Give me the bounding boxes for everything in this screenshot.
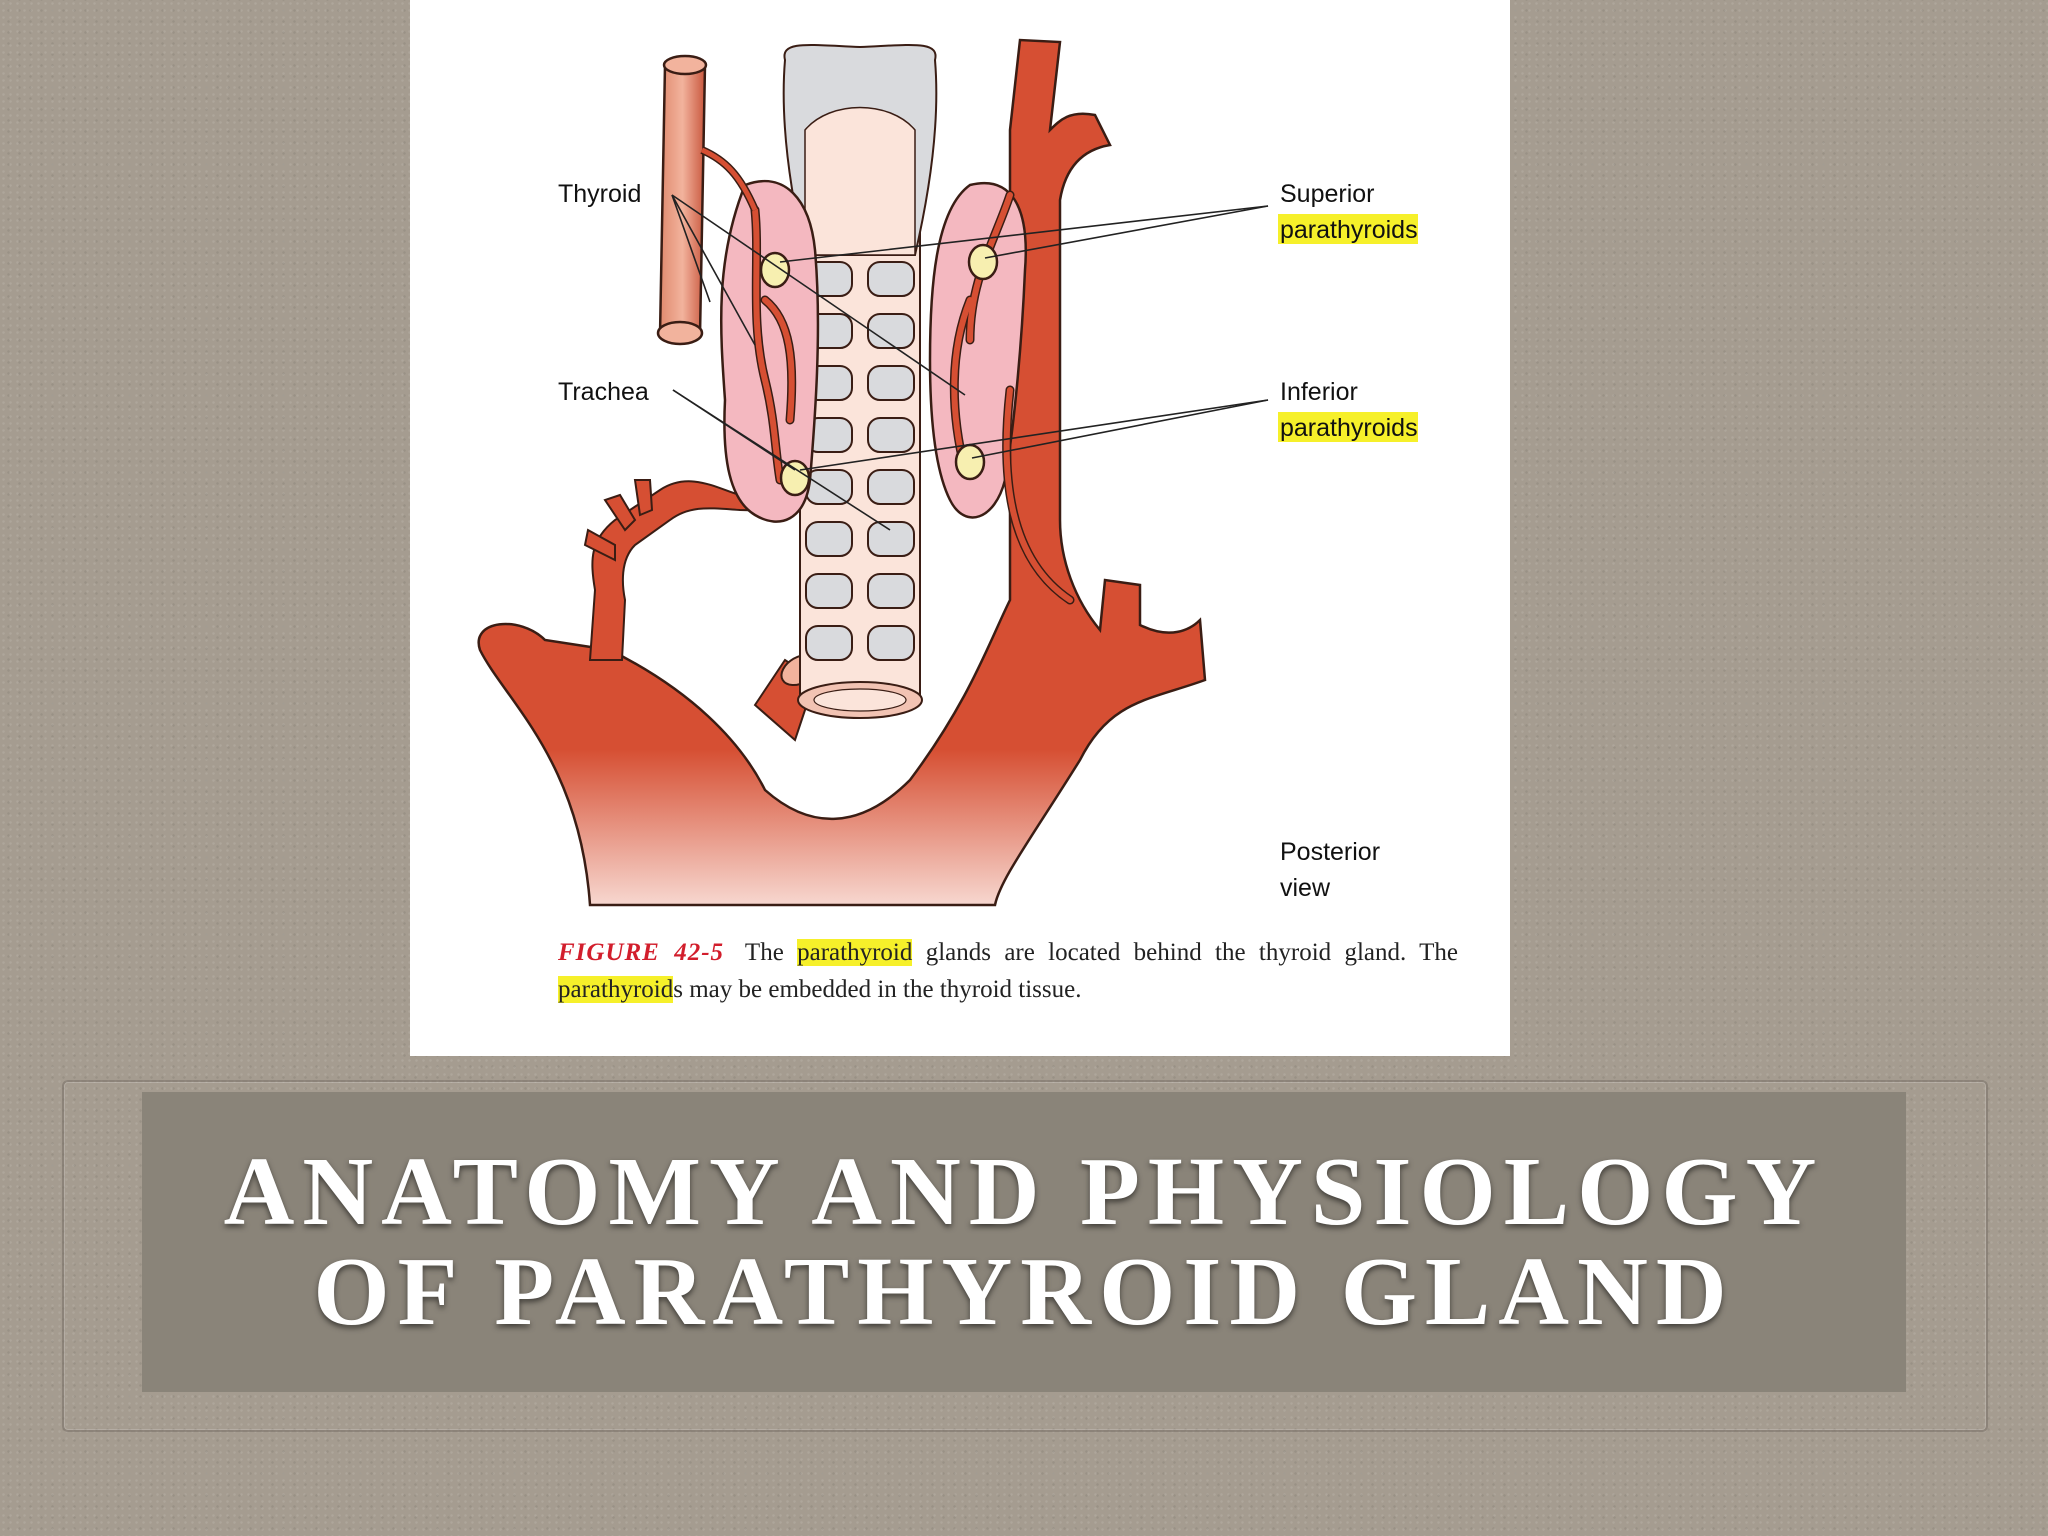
inferior-parathyroid-left bbox=[779, 459, 811, 497]
jugular-vein bbox=[658, 63, 707, 337]
caption-highlight-1: parathyroid bbox=[797, 939, 913, 966]
label-trachea: Trachea bbox=[558, 378, 649, 406]
label-inferior-parathyroids: parathyroids bbox=[1280, 414, 1418, 442]
slide-title: ANATOMY AND PHYSIOLOGY OF PARATHYROID GL… bbox=[224, 1142, 1825, 1342]
label-superior: Superior bbox=[1280, 180, 1375, 208]
highlight-superior bbox=[1278, 214, 1418, 244]
leader-lines bbox=[671, 194, 1269, 531]
caption-text-3: s may be embedded in the thyroid tissue. bbox=[673, 976, 1082, 1003]
small-branch-artery bbox=[583, 479, 654, 562]
figure-caption: FIGURE 42-5 The parathyroid glands are l… bbox=[558, 934, 1458, 1008]
title-line-2: OF PARATHYROID GLAND bbox=[313, 1238, 1735, 1346]
parathyroid-diagram: Thyroid Trachea Superior parathyroids In… bbox=[477, 38, 1418, 907]
title-line-1: ANATOMY AND PHYSIOLOGY bbox=[223, 1138, 1825, 1246]
caption-text-2: glands are located behind the thyroid gl… bbox=[925, 939, 1459, 966]
anatomy-figure: Thyroid Trachea Superior parathyroids In… bbox=[410, 0, 1510, 1056]
caption-highlight-2: parathyroid bbox=[558, 976, 674, 1003]
superior-parathyroid-right bbox=[967, 243, 999, 281]
label-superior-parathyroids: parathyroids bbox=[1280, 216, 1418, 244]
label-inferior: Inferior bbox=[1280, 378, 1358, 406]
highlight-inferior bbox=[1278, 412, 1418, 442]
caption-text-1: The bbox=[744, 939, 784, 966]
label-view: view bbox=[1280, 874, 1331, 902]
title-box: ANATOMY AND PHYSIOLOGY OF PARATHYROID GL… bbox=[142, 1092, 1906, 1392]
label-thyroid: Thyroid bbox=[558, 180, 641, 208]
inferior-parathyroid-right bbox=[954, 443, 986, 481]
title-frame bbox=[62, 1080, 1988, 1432]
parathyroid-glands bbox=[759, 243, 999, 497]
figure-number: FIGURE 42-5 bbox=[558, 939, 725, 966]
label-posterior: Posterior bbox=[1280, 838, 1380, 866]
